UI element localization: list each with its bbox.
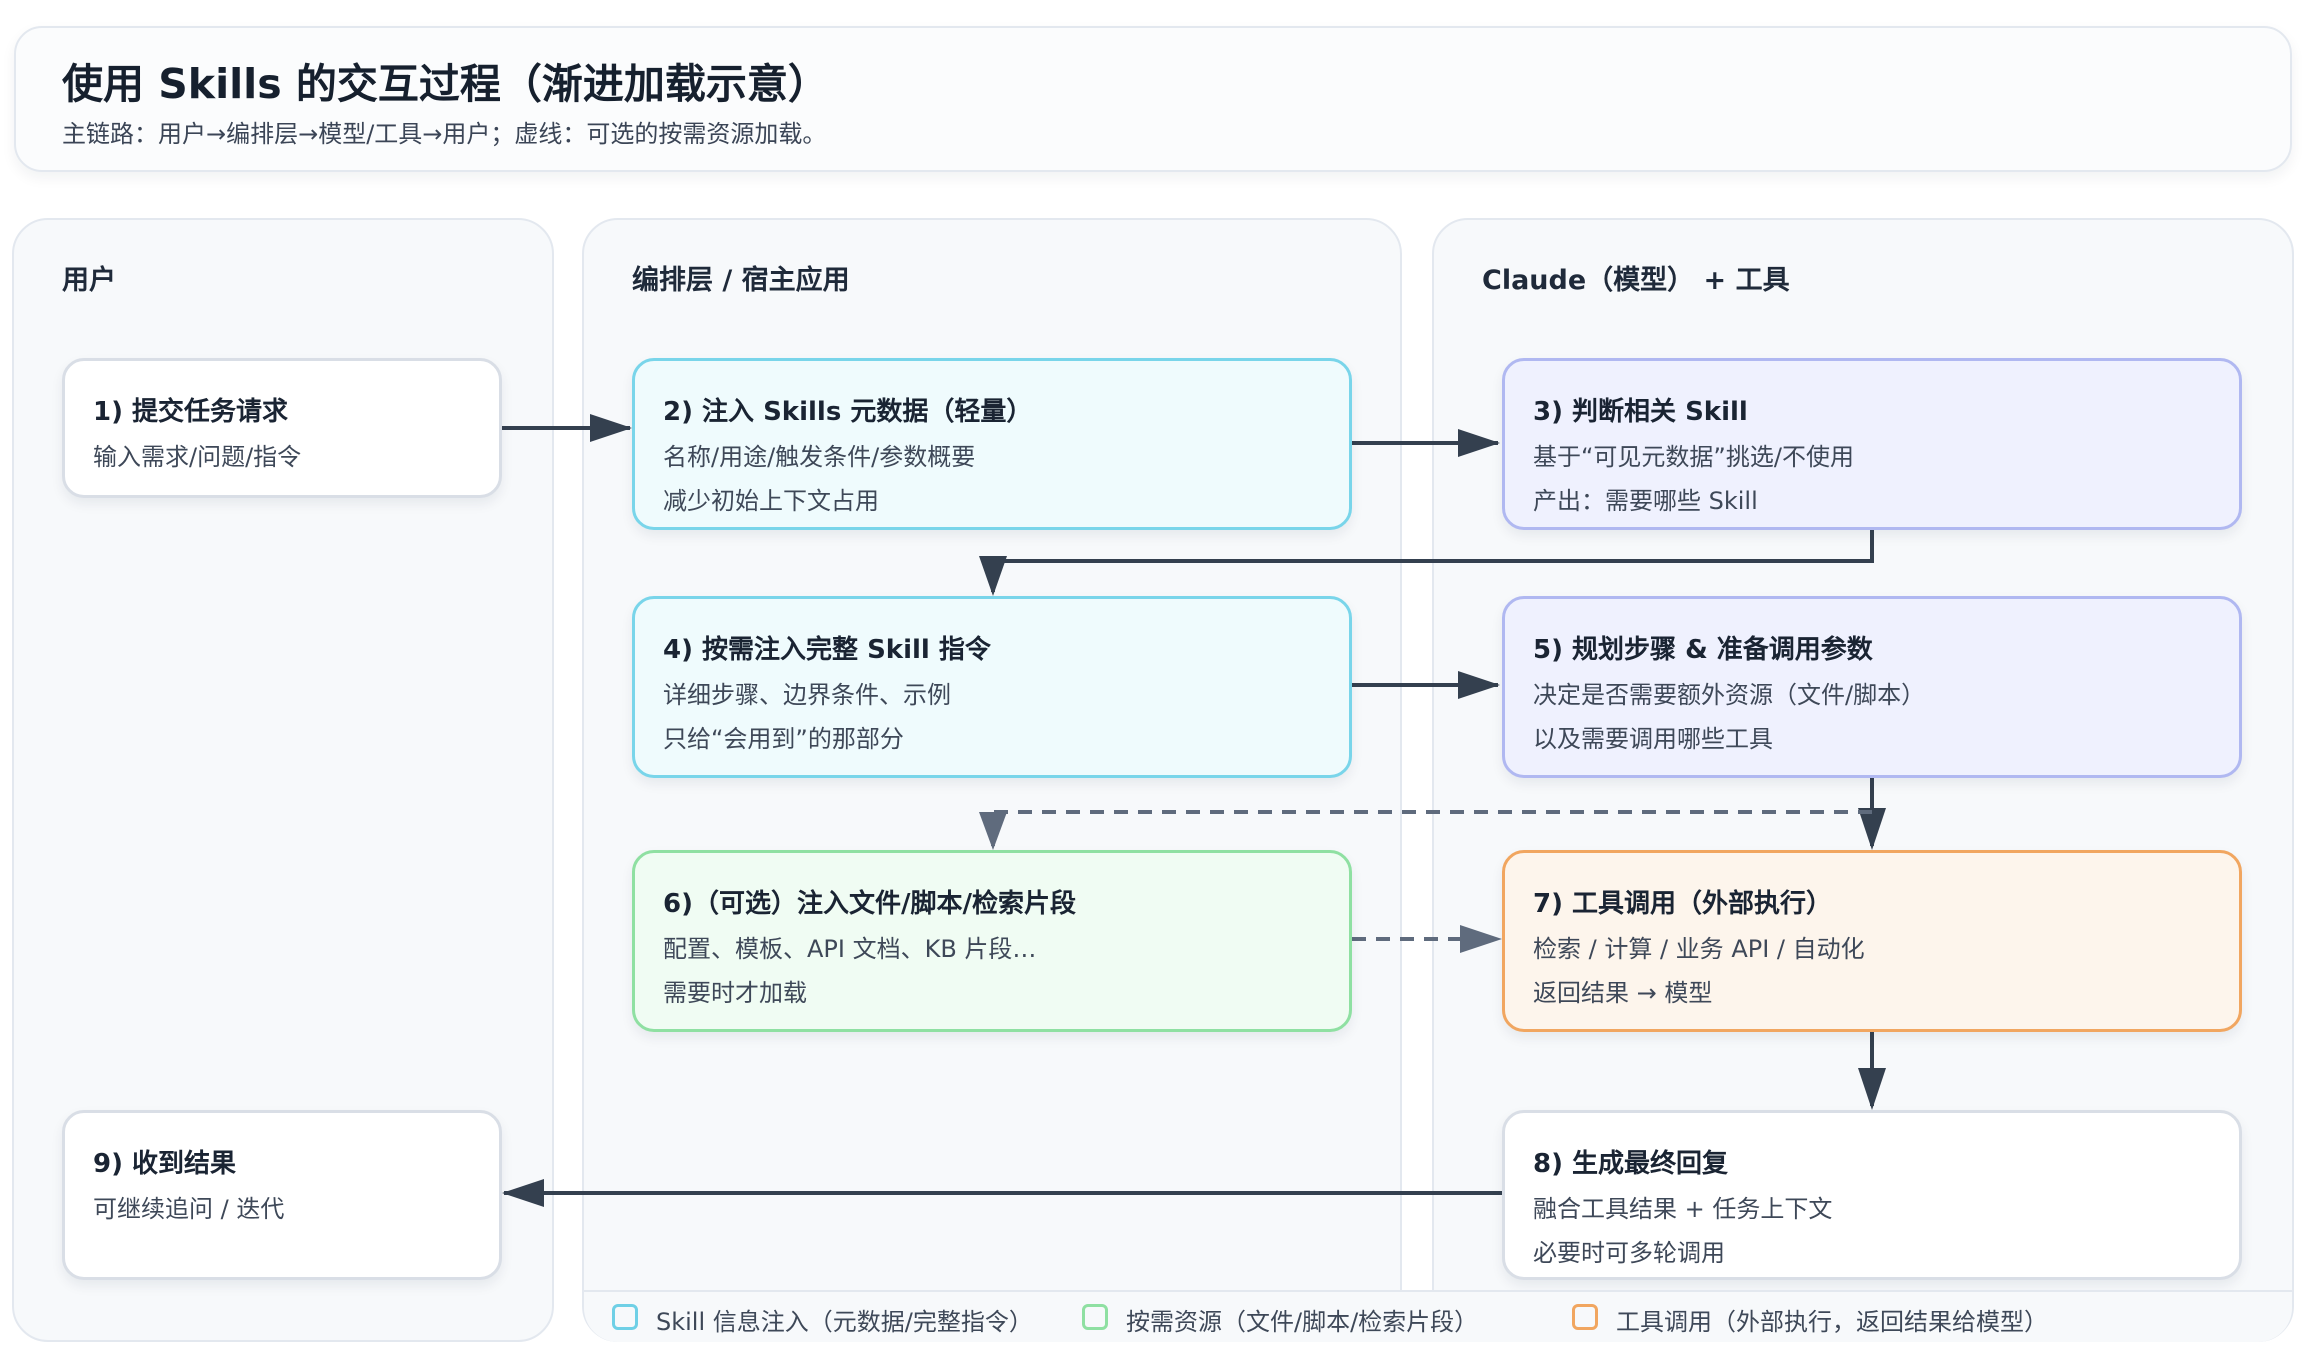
step-4-line2: 只给“会用到”的那部分: [663, 725, 904, 753]
step-9-line1: 可继续追问 / 迭代: [93, 1195, 285, 1223]
header-card: 使用 Skills 的交互过程（渐进加载示意） 主链路：用户→编排层→模型/工具…: [14, 26, 2292, 172]
step-5-line1: 决定是否需要额外资源（文件/脚本）: [1533, 681, 1926, 709]
step-9-box: 9) 收到结果 可继续追问 / 迭代: [62, 1110, 502, 1280]
step-3-line1: 基于“可见元数据”挑选/不使用: [1533, 443, 1854, 471]
legend-label-skill-injection: Skill 信息注入（元数据/完整指令）: [656, 1308, 1033, 1336]
step-4-title: 4) 按需注入完整 Skill 指令: [663, 635, 991, 665]
step-8-title: 8) 生成最终回复: [1533, 1149, 1729, 1179]
step-2-title: 2) 注入 Skills 元数据（轻量）: [663, 397, 1033, 427]
step-7-line1: 检索 / 计算 / 业务 API / 自动化: [1533, 935, 1865, 963]
step-9-title: 9) 收到结果: [93, 1149, 237, 1179]
step-2-line1: 名称/用途/触发条件/参数概要: [663, 443, 976, 471]
legend: Skill 信息注入（元数据/完整指令） 按需资源（文件/脚本/检索片段） 工具…: [584, 1290, 2292, 1342]
step-4-box: 4) 按需注入完整 Skill 指令 详细步骤、边界条件、示例 只给“会用到”的…: [632, 596, 1352, 778]
step-7-title: 7) 工具调用（外部执行）: [1533, 889, 1833, 919]
step-2-box: 2) 注入 Skills 元数据（轻量） 名称/用途/触发条件/参数概要 减少初…: [632, 358, 1352, 530]
step-7-box: 7) 工具调用（外部执行） 检索 / 计算 / 业务 API / 自动化 返回结…: [1502, 850, 2242, 1032]
step-5-title: 5) 规划步骤 & 准备调用参数: [1533, 635, 1873, 665]
step-8-line1: 融合工具结果 + 任务上下文: [1533, 1195, 1833, 1223]
step-6-line2: 需要时才加载: [663, 979, 807, 1007]
legend-swatch-cyan: [612, 1304, 638, 1330]
step-8-line2: 必要时可多轮调用: [1533, 1239, 1725, 1267]
step-5-line2: 以及需要调用哪些工具: [1533, 725, 1773, 753]
step-3-title: 3) 判断相关 Skill: [1533, 397, 1748, 427]
step-4-line1: 详细步骤、边界条件、示例: [663, 681, 951, 709]
legend-label-on-demand-resources: 按需资源（文件/脚本/检索片段）: [1126, 1308, 1479, 1336]
step-3-box: 3) 判断相关 Skill 基于“可见元数据”挑选/不使用 产出：需要哪些 Sk…: [1502, 358, 2242, 530]
step-6-line1: 配置、模板、API 文档、KB 片段…: [663, 935, 1037, 963]
step-3-line2: 产出：需要哪些 Skill: [1533, 487, 1758, 515]
page-title: 使用 Skills 的交互过程（渐进加载示意）: [62, 60, 829, 108]
step-1-line1: 输入需求/问题/指令: [93, 443, 302, 471]
step-2-line2: 减少初始上下文占用: [663, 487, 879, 515]
page-subtitle: 主链路：用户→编排层→模型/工具→用户；虚线：可选的按需资源加载。: [62, 120, 827, 148]
lane-title-user: 用户: [62, 265, 116, 296]
step-8-box: 8) 生成最终回复 融合工具结果 + 任务上下文 必要时可多轮调用: [1502, 1110, 2242, 1280]
legend-swatch-orange: [1572, 1304, 1598, 1330]
legend-swatch-green: [1082, 1304, 1108, 1330]
step-1-title: 1) 提交任务请求: [93, 397, 289, 427]
step-7-line2: 返回结果 → 模型: [1533, 979, 1713, 1007]
lane-title-orchestration: 编排层 / 宿主应用: [632, 265, 850, 296]
step-5-box: 5) 规划步骤 & 准备调用参数 决定是否需要额外资源（文件/脚本） 以及需要调…: [1502, 596, 2242, 778]
step-6-title: 6)（可选）注入文件/脚本/检索片段: [663, 889, 1076, 919]
step-1-box: 1) 提交任务请求 输入需求/问题/指令: [62, 358, 502, 498]
lane-title-model: Claude（模型） + 工具: [1482, 265, 1790, 296]
legend-label-tool-calls: 工具调用（外部执行，返回结果给模型）: [1616, 1308, 2048, 1336]
step-6-box: 6)（可选）注入文件/脚本/检索片段 配置、模板、API 文档、KB 片段… 需…: [632, 850, 1352, 1032]
